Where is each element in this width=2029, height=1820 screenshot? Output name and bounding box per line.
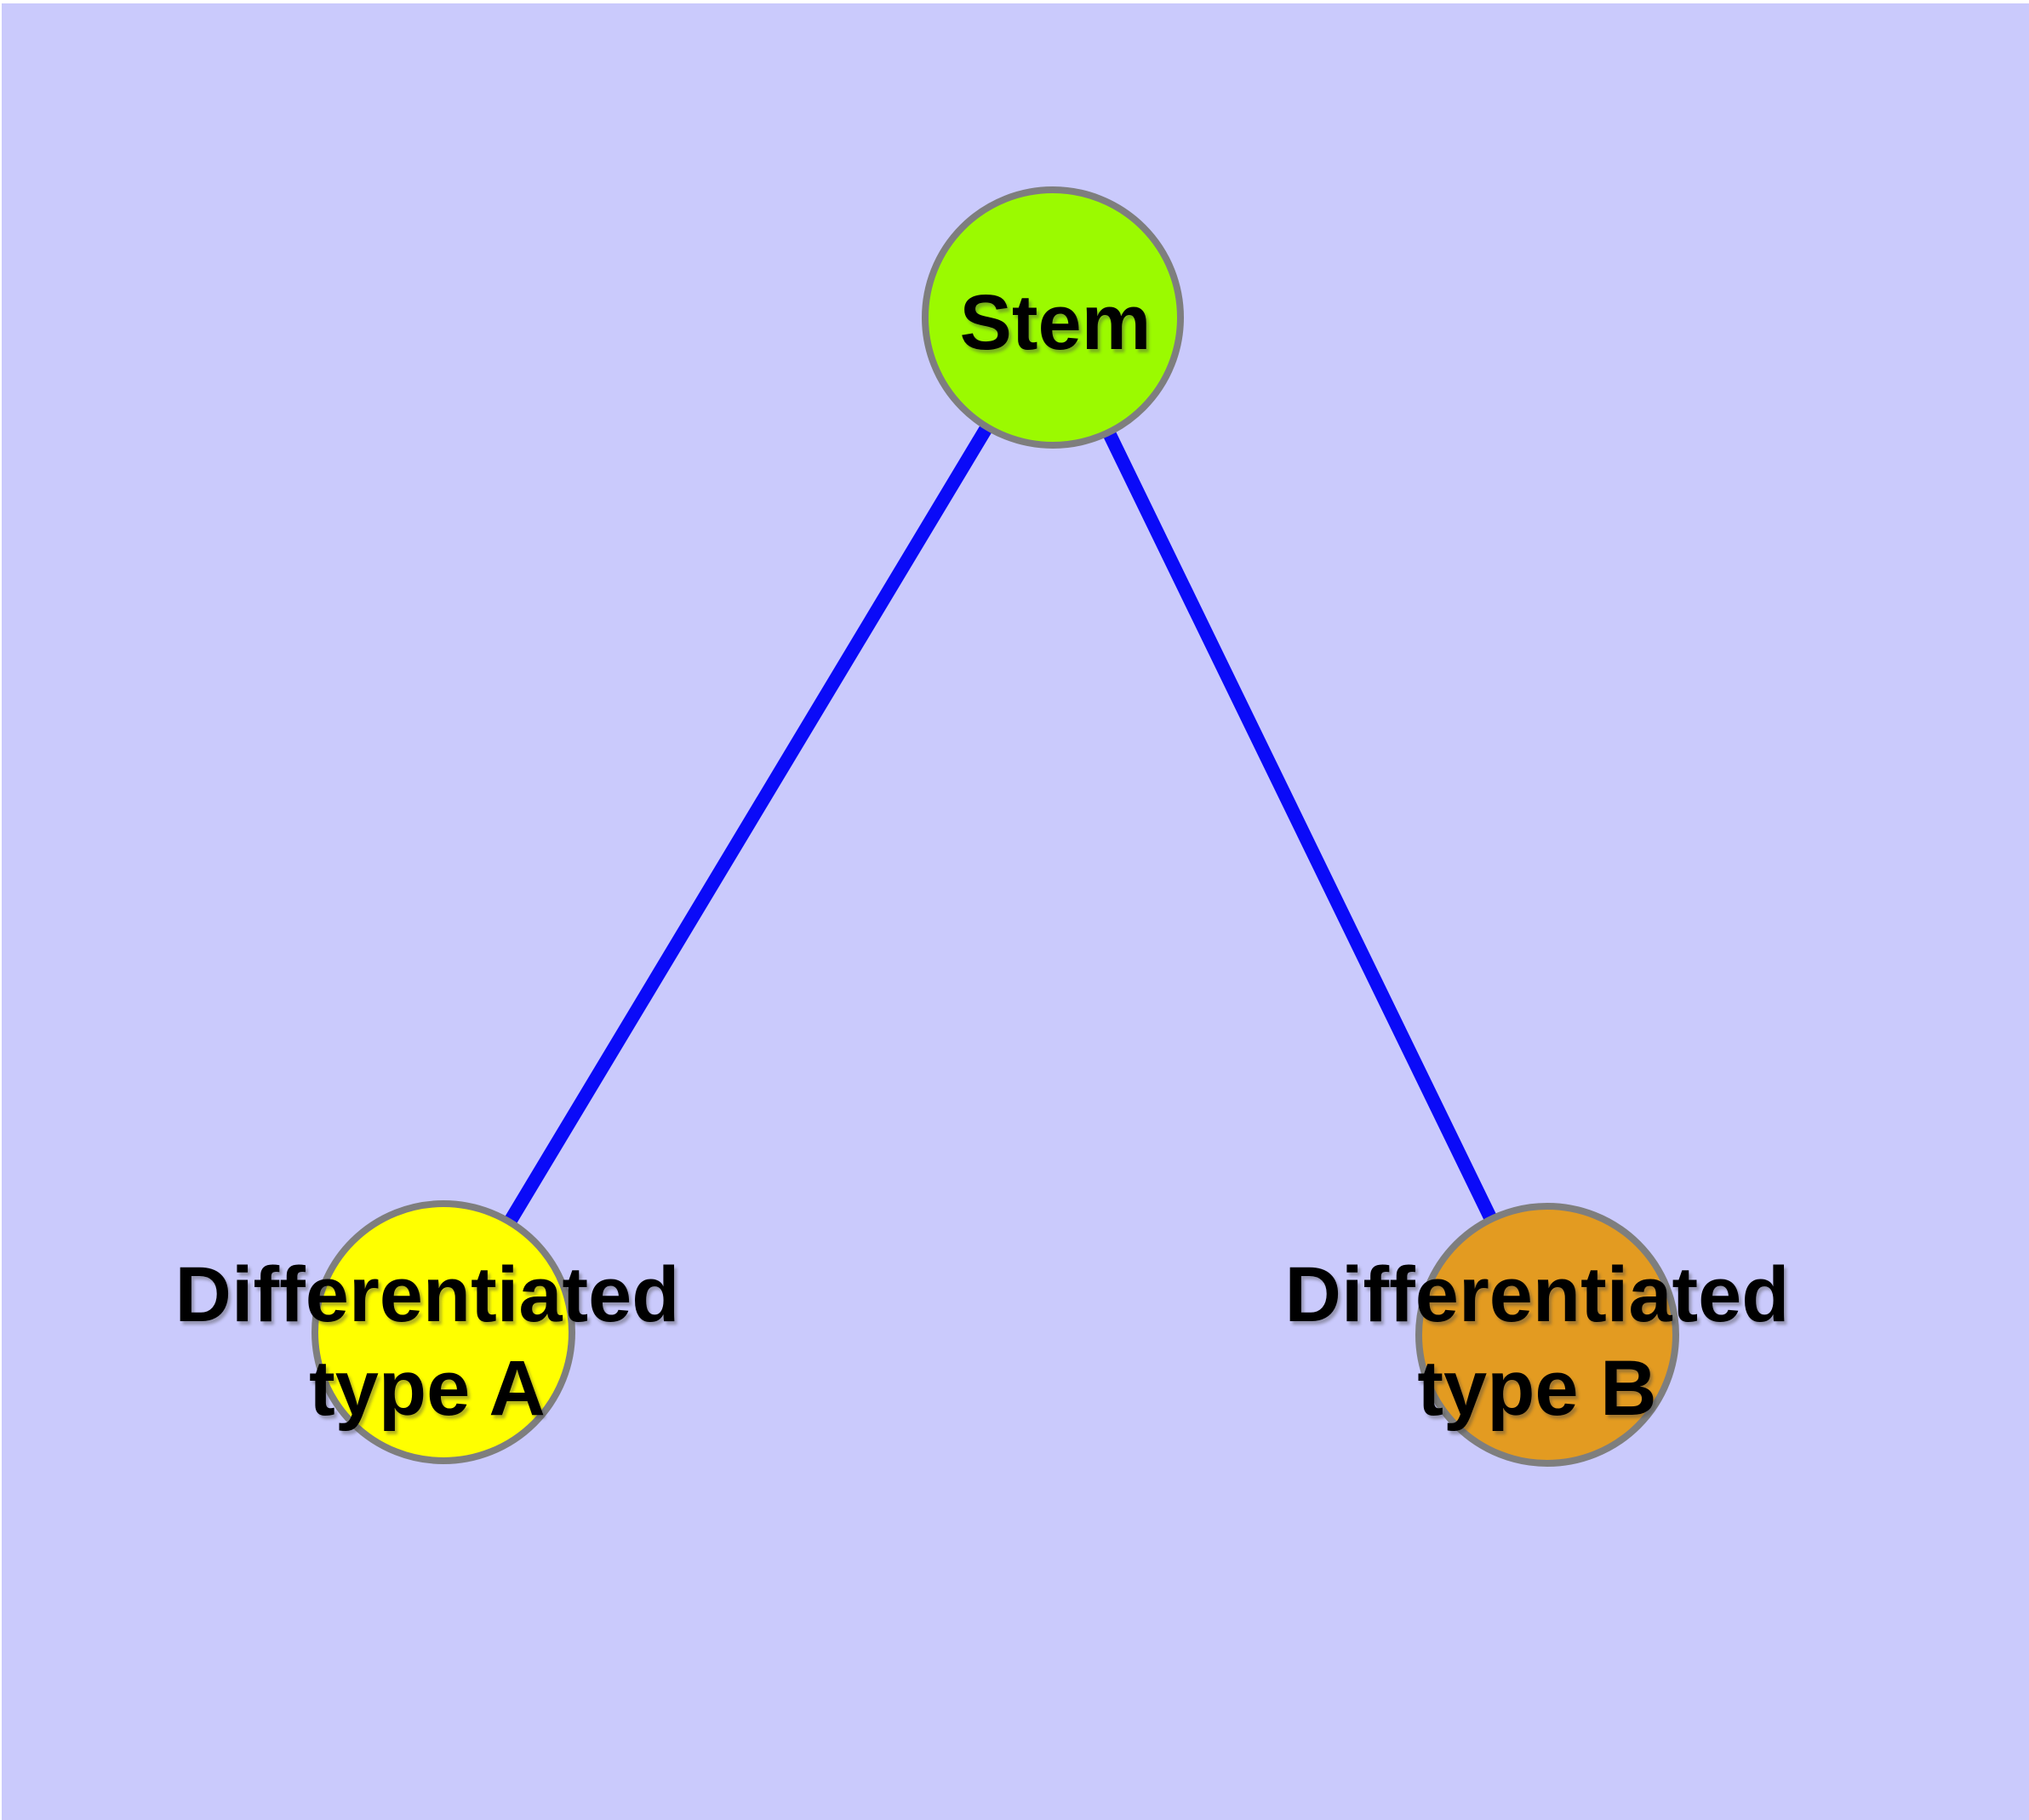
node-type-a-label-line-2: type A <box>309 1345 546 1432</box>
diagram-canvas: Stem Differentiated type A Differentiate… <box>2 3 2029 1820</box>
diagram-svg <box>311 186 1679 1467</box>
node-stem-circle <box>922 186 1184 449</box>
node-type-a-label-line-1: Differentiated <box>174 1251 680 1338</box>
node-type-b-label-line-1: Differentiated <box>1284 1251 1790 1338</box>
node-type-a-circle <box>311 1200 575 1464</box>
edge-stem-to-type-b <box>1046 314 1554 1338</box>
node-type-b-label-line-2: type B <box>1417 1345 1657 1432</box>
node-stem-label-line: Stem <box>959 279 1152 366</box>
node-type-b-label: Differentiated type B <box>1285 1248 1790 1435</box>
edge-stem-to-type-a <box>437 313 1059 1336</box>
node-type-a-label: Differentiated type A <box>175 1248 680 1435</box>
node-stem-label: Stem <box>960 276 1152 369</box>
node-type-b-circle <box>1415 1203 1679 1467</box>
